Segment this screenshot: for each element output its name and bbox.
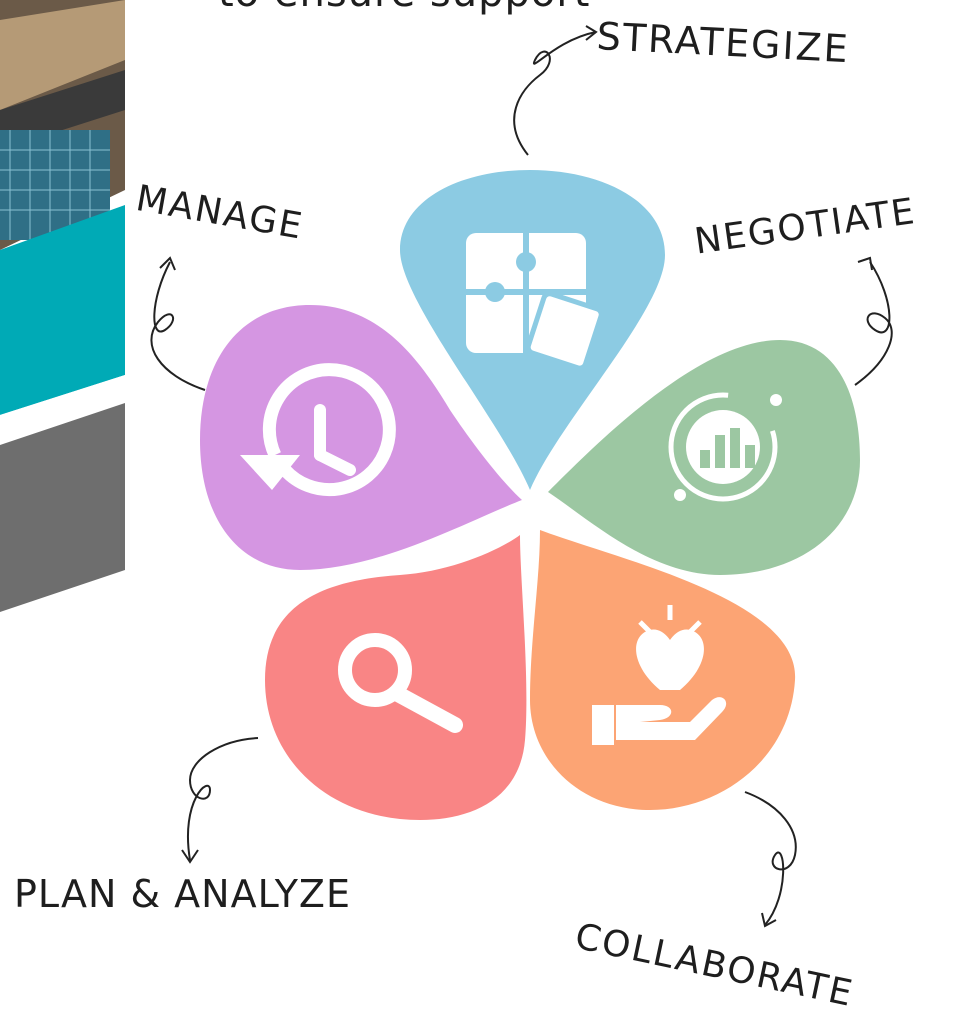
arrow-plan [187,737,259,861]
heart-hand-icon [592,605,727,745]
arrow-negotiate [854,261,893,386]
arrows [150,25,893,928]
arrow-manage [150,261,206,391]
arrow-strategize-head [585,25,598,41]
history-clock-icon [240,363,396,497]
arrow-negotiate-head [857,256,873,271]
arrow-manage-head [159,256,176,271]
petal-manage [200,305,522,570]
petal-plan [265,535,527,820]
magnifier-icon [338,633,463,733]
label-plan: PLAN & ANALYZE [14,872,351,916]
gray-band [0,403,125,612]
teal-band [0,205,125,415]
header-fragment: to ensure support [218,0,591,16]
arrow-plan-head [181,849,199,864]
arrow-collaborate-head [761,912,777,928]
arrow-collaborate [744,791,797,926]
bar-chart-cycle-icon [668,392,782,502]
puzzle-icon [466,233,604,371]
arrow-strategize [513,31,597,156]
background-photo [0,0,125,612]
